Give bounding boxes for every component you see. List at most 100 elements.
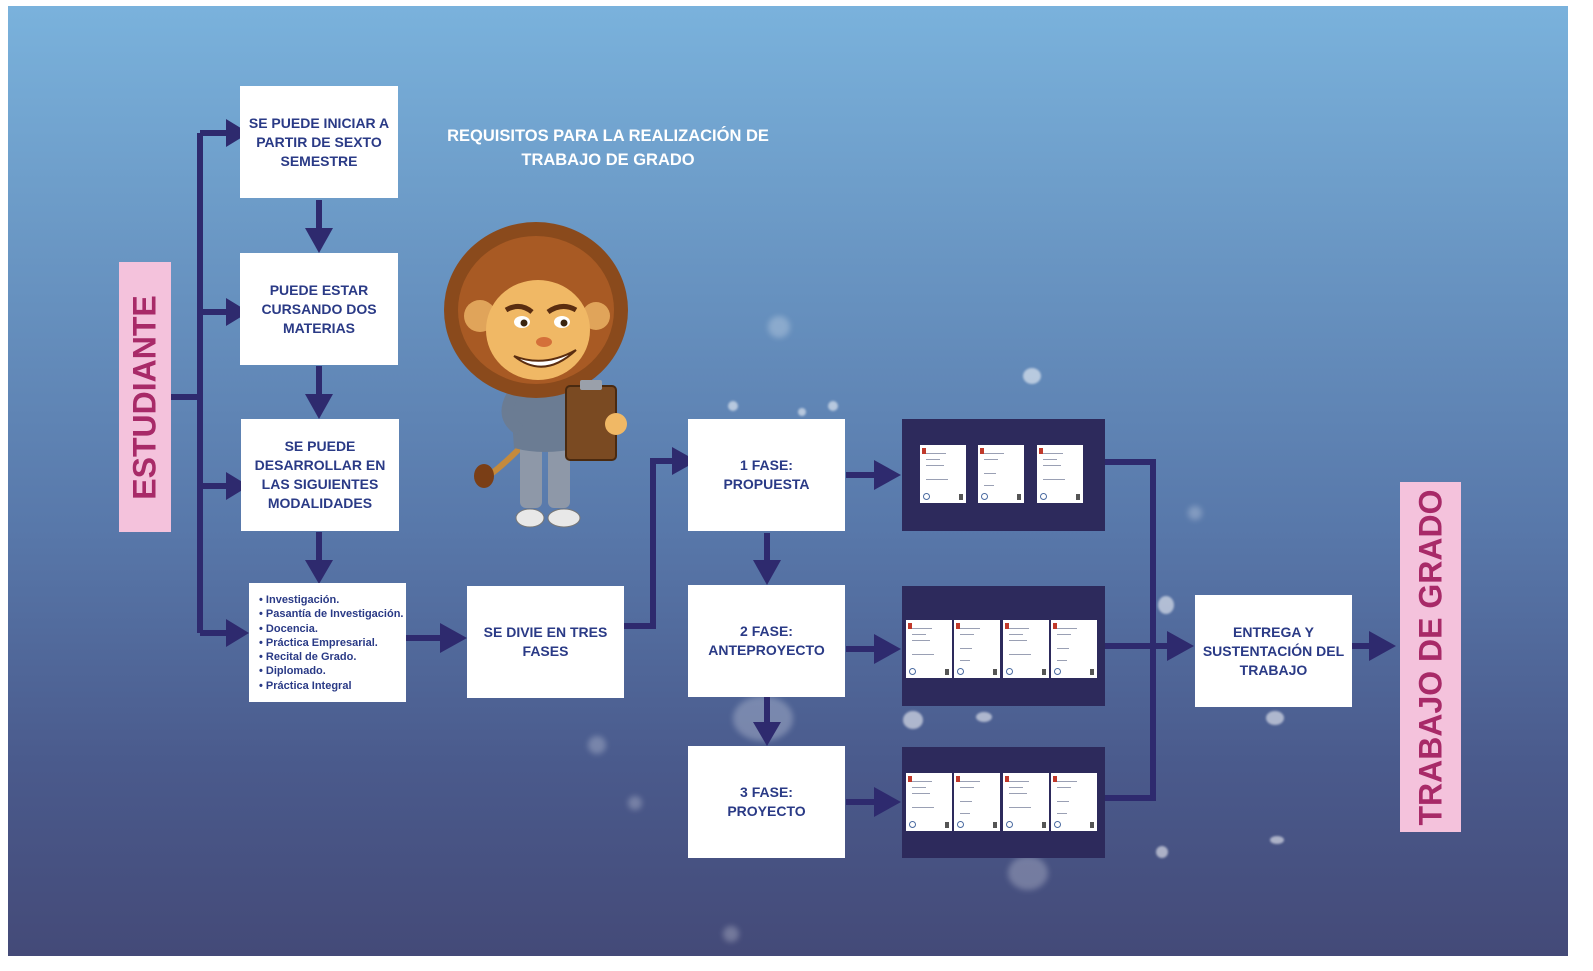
text-line	[960, 813, 970, 814]
corner-mark-icon	[993, 669, 997, 675]
document-page-thumbnail	[906, 620, 952, 678]
arrowhead	[1167, 631, 1194, 661]
university-logo-icon	[956, 623, 960, 629]
arrowhead	[305, 560, 333, 584]
seal-icon	[909, 821, 916, 828]
node-tres-fases: SE DIVIE EN TRES FASES	[467, 586, 624, 698]
list-item: Investigación.	[259, 593, 406, 607]
document-page-thumbnail	[1051, 773, 1097, 831]
text-line	[1057, 634, 1071, 635]
bubble-decoration	[1156, 846, 1168, 858]
university-logo-icon	[1005, 776, 1009, 782]
document-page-thumbnail	[978, 445, 1024, 503]
corner-mark-icon	[1017, 494, 1021, 500]
node-dos-materias: PUEDE ESTAR CURSANDO DOS MATERIAS	[240, 253, 398, 365]
document-page-thumbnail	[906, 773, 952, 831]
end-label-text: TRABAJO DE GRADO	[1412, 488, 1449, 826]
list-item: Práctica Empresarial.	[259, 636, 406, 650]
arrowhead	[1369, 631, 1396, 661]
seal-icon	[957, 668, 964, 675]
list-item: Docencia.	[259, 622, 406, 636]
text-line	[984, 485, 994, 486]
text-line	[1009, 654, 1031, 655]
corner-mark-icon	[1042, 822, 1046, 828]
seal-icon	[981, 493, 988, 500]
connector-arrows	[171, 119, 1396, 817]
university-logo-icon	[956, 776, 960, 782]
bubble-decoration	[1270, 836, 1284, 844]
university-logo-icon	[908, 623, 912, 629]
connector-line	[624, 458, 676, 629]
text-line	[1009, 793, 1027, 794]
corner-mark-icon	[1042, 669, 1046, 675]
node-fase-2: 2 FASE: ANTEPROYECTO	[688, 585, 845, 697]
diagram-title: REQUISITOS PARA LA REALIZACIÓN DE TRABAJ…	[447, 127, 769, 169]
node-entrega-sustentacion: ENTREGA Y SUSTENTACIÓN DEL TRABAJO	[1195, 595, 1352, 707]
arrowhead	[753, 722, 781, 746]
document-page-thumbnail	[1051, 620, 1097, 678]
seal-icon	[1054, 821, 1061, 828]
document-page-thumbnail	[1003, 773, 1049, 831]
document-page-thumbnail	[954, 620, 1000, 678]
text-line	[1057, 813, 1067, 814]
university-logo-icon	[922, 448, 926, 454]
bubble-decoration	[1188, 506, 1202, 520]
text-line	[912, 628, 932, 629]
text-line	[984, 453, 1004, 454]
document-page-thumbnail	[1003, 620, 1049, 678]
bubble-decoration	[1008, 856, 1048, 890]
seal-icon	[909, 668, 916, 675]
lion-mascot-illustration	[444, 222, 628, 528]
end-label: TRABAJO DE GRADO	[1400, 482, 1461, 832]
text-line	[1043, 479, 1065, 480]
text-line	[960, 660, 970, 661]
bubble-decoration	[588, 736, 606, 754]
bubble-decoration	[798, 408, 806, 416]
seal-icon	[1006, 821, 1013, 828]
text-line	[912, 793, 930, 794]
bubble-decoration	[828, 401, 838, 411]
corner-mark-icon	[993, 822, 997, 828]
university-logo-icon	[1039, 448, 1043, 454]
modalidades-list: Investigación. Pasantía de Investigación…	[249, 583, 406, 702]
start-label: ESTUDIANTE	[119, 262, 171, 532]
text-line	[1057, 781, 1077, 782]
document-panel-fase-2	[902, 586, 1105, 706]
text-line	[960, 781, 980, 782]
text-line	[960, 787, 974, 788]
list-item: Diplomado.	[259, 664, 406, 678]
text-line	[1009, 807, 1031, 808]
list-item: Recital de Grado.	[259, 650, 406, 664]
text-line	[912, 807, 934, 808]
bubble-decoration	[628, 796, 642, 810]
arrowhead	[874, 460, 901, 490]
bubble-decoration	[1266, 711, 1284, 725]
arrowhead	[753, 560, 781, 585]
text-line	[912, 634, 926, 635]
text-line	[1009, 628, 1029, 629]
list-item: Pasantía de Investigación.	[259, 607, 406, 621]
text-line	[1057, 628, 1077, 629]
text-line	[912, 787, 926, 788]
text-line	[926, 459, 940, 460]
university-logo-icon	[1005, 623, 1009, 629]
seal-icon	[1040, 493, 1047, 500]
text-line	[1009, 787, 1023, 788]
connector-line	[1105, 459, 1156, 801]
arrowhead	[440, 623, 467, 653]
text-line	[960, 648, 972, 649]
arrowhead	[226, 619, 249, 647]
arrowhead	[305, 228, 333, 253]
university-logo-icon	[980, 448, 984, 454]
node-modalidades: SE PUEDE DESARROLLAR EN LAS SIGUIENTES M…	[241, 419, 399, 531]
arrowhead	[874, 634, 901, 664]
text-line	[926, 453, 946, 454]
document-page-thumbnail	[1037, 445, 1083, 503]
bubble-decoration	[976, 712, 992, 722]
arrowhead	[226, 298, 249, 326]
text-line	[912, 640, 930, 641]
text-line	[1057, 787, 1071, 788]
arrowhead	[226, 472, 249, 500]
text-line	[1043, 459, 1057, 460]
university-logo-icon	[1053, 623, 1057, 629]
